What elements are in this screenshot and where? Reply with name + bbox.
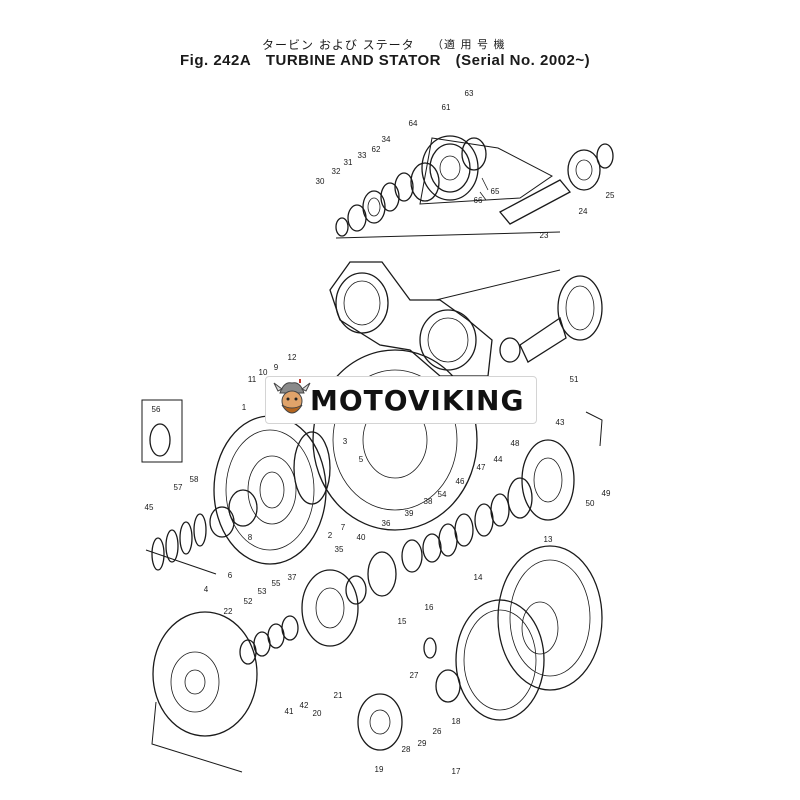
callout-11: 11 bbox=[248, 375, 257, 384]
stator-group bbox=[345, 411, 603, 605]
callout-27: 27 bbox=[410, 671, 419, 680]
callout-53: 53 bbox=[258, 587, 267, 596]
viking-mascot-icon bbox=[273, 379, 311, 414]
callout-19: 19 bbox=[375, 765, 384, 774]
callout-52: 52 bbox=[244, 597, 253, 606]
callout-56: 56 bbox=[152, 405, 161, 414]
callout-41: 41 bbox=[285, 707, 294, 716]
japanese-title: タービン および ステータ bbox=[262, 38, 415, 52]
callout-22: 22 bbox=[224, 607, 233, 616]
callout-54: 54 bbox=[438, 490, 447, 499]
callout-62: 62 bbox=[372, 145, 381, 154]
callout-42: 42 bbox=[300, 701, 309, 710]
callout-45: 45 bbox=[145, 503, 154, 512]
callout-39: 39 bbox=[405, 509, 414, 518]
seal-ring-56 bbox=[141, 399, 183, 463]
callout-35: 35 bbox=[335, 545, 344, 554]
figure-title: TURBINE AND STATOR bbox=[265, 52, 441, 69]
callout-5: 5 bbox=[359, 455, 364, 464]
callout-34: 34 bbox=[382, 135, 391, 144]
watermark-badge: MOTOVIKING bbox=[265, 376, 537, 424]
brand-name: MOTOVIKING bbox=[310, 384, 525, 417]
callout-10: 10 bbox=[259, 368, 268, 377]
output-shaft bbox=[335, 143, 614, 239]
pump-impeller bbox=[455, 545, 603, 721]
callout-13: 13 bbox=[544, 535, 553, 544]
callout-21: 21 bbox=[334, 691, 343, 700]
serial-number-note: (Serial No. 2002~) bbox=[455, 52, 591, 69]
callout-29: 29 bbox=[418, 739, 427, 748]
callout-33: 33 bbox=[358, 151, 367, 160]
japanese-serial-note: （適 用 号 機 bbox=[432, 38, 506, 51]
callout-49: 49 bbox=[602, 489, 611, 498]
top-bearing-group bbox=[335, 135, 553, 237]
callout-7: 7 bbox=[341, 523, 346, 532]
callout-labels: 63 61 64 34 62 33 31 32 30 66 65 25 24 2… bbox=[145, 89, 615, 776]
callout-24: 24 bbox=[579, 207, 588, 216]
callout-44: 44 bbox=[494, 455, 503, 464]
callout-9: 9 bbox=[274, 363, 279, 372]
callout-40: 40 bbox=[357, 533, 366, 542]
callout-48: 48 bbox=[511, 439, 520, 448]
figure-title-line: Fig. 242A TURBINE AND STATOR (Serial No.… bbox=[180, 52, 590, 69]
callout-36: 36 bbox=[382, 519, 391, 528]
callout-55: 55 bbox=[272, 579, 281, 588]
callout-51: 51 bbox=[570, 375, 579, 384]
callout-63: 63 bbox=[465, 89, 474, 98]
callout-15: 15 bbox=[398, 617, 407, 626]
callout-28: 28 bbox=[402, 745, 411, 754]
callout-17: 17 bbox=[452, 767, 461, 776]
callout-65: 65 bbox=[491, 187, 500, 196]
callout-1: 1 bbox=[242, 403, 247, 412]
transmission-housing bbox=[329, 261, 603, 377]
figure-number: Fig. 242A bbox=[180, 52, 252, 69]
callout-58: 58 bbox=[190, 475, 199, 484]
callout-37: 37 bbox=[288, 573, 297, 582]
callout-12: 12 bbox=[288, 353, 297, 362]
callout-16: 16 bbox=[425, 603, 434, 612]
callout-2: 2 bbox=[328, 531, 333, 540]
callout-61: 61 bbox=[442, 103, 451, 112]
callout-30: 30 bbox=[316, 177, 325, 186]
callout-64: 64 bbox=[409, 119, 418, 128]
callout-47: 47 bbox=[477, 463, 486, 472]
callout-3: 3 bbox=[343, 437, 348, 446]
callout-32: 32 bbox=[332, 167, 341, 176]
callout-43: 43 bbox=[556, 418, 565, 427]
callout-31: 31 bbox=[344, 158, 353, 167]
callout-46: 46 bbox=[456, 477, 465, 486]
callout-18: 18 bbox=[452, 717, 461, 726]
drive-plate bbox=[151, 611, 258, 773]
callout-25: 25 bbox=[606, 191, 615, 200]
callout-50: 50 bbox=[586, 499, 595, 508]
callout-23: 23 bbox=[540, 231, 549, 240]
callout-14: 14 bbox=[474, 573, 483, 582]
pump-hub-group bbox=[239, 569, 359, 665]
left-ring-stack bbox=[145, 513, 217, 575]
callout-38: 38 bbox=[424, 497, 433, 506]
callout-20: 20 bbox=[313, 709, 322, 718]
turbine-wheel bbox=[209, 415, 331, 565]
callout-26: 26 bbox=[433, 727, 442, 736]
callout-66: 66 bbox=[474, 196, 483, 205]
bearing-retainer bbox=[357, 637, 461, 751]
callout-4: 4 bbox=[204, 585, 209, 594]
callout-8: 8 bbox=[248, 533, 253, 542]
callout-57: 57 bbox=[174, 483, 183, 492]
callout-6: 6 bbox=[228, 571, 233, 580]
